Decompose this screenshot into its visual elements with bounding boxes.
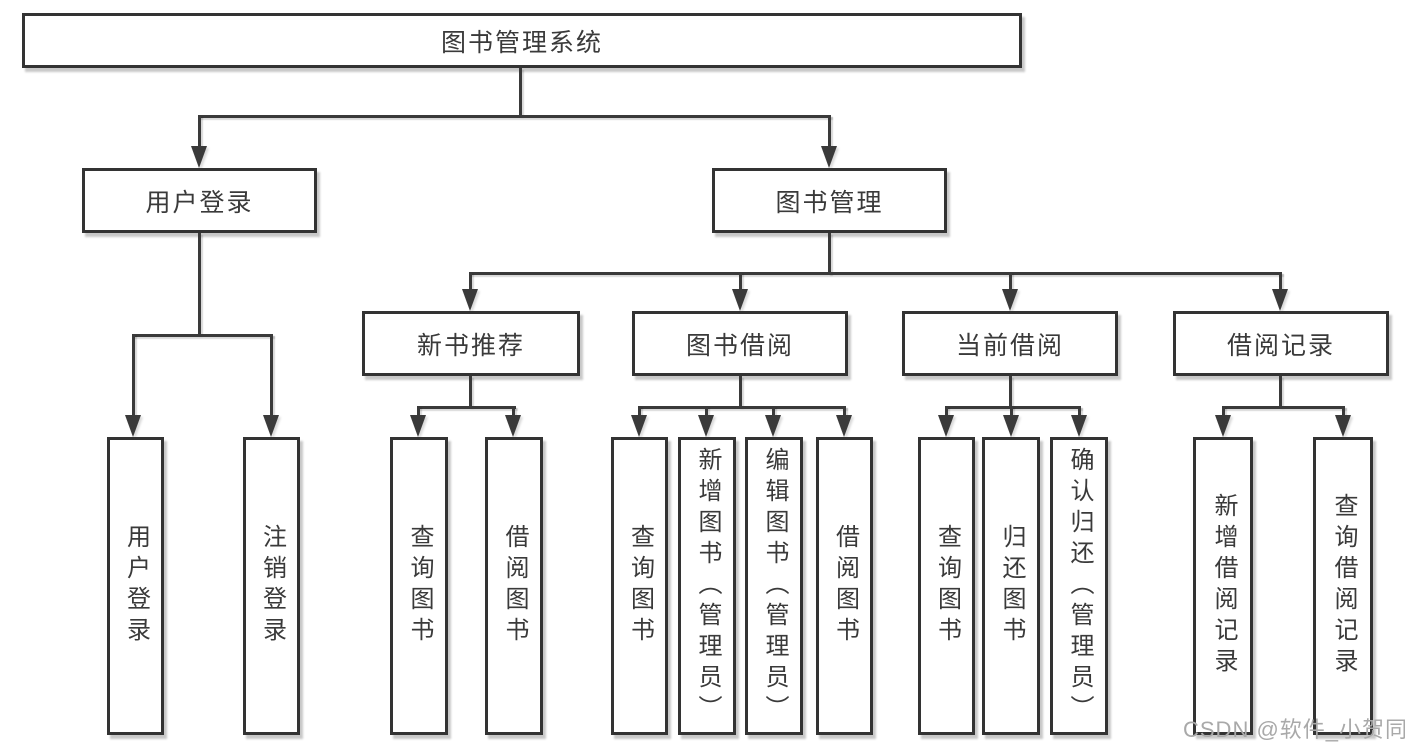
connector-line [132,334,273,337]
connector-line [1010,406,1013,417]
node-book-management: 图书管理 [712,168,947,233]
connector-line [469,272,1282,275]
connector-line [1009,272,1012,291]
leaf-query-books-recommend: 查询图书 [390,437,448,735]
connector-line [638,406,846,409]
connector-line [417,406,420,417]
leaf-query-books-current: 查询图书 [918,437,975,735]
connector-arrow [821,146,837,168]
connector-line [638,406,641,417]
connector-line [739,272,742,291]
node-book-borrowing: 图书借阅 [632,311,848,376]
connector-line [519,68,522,116]
connector-line [1222,406,1345,409]
connector-arrow [938,415,954,437]
node-new-book-recommendation: 新书推荐 [362,311,580,376]
connector-arrow [1215,415,1231,437]
connector-arrow [125,415,141,437]
leaf-confirm-return-admin: 确认归还（管理员） [1050,437,1108,735]
connector-line [198,233,201,335]
connector-arrow [698,415,714,437]
connector-line [945,406,948,417]
connector-arrow [836,415,852,437]
leaf-borrow-books-borrowing: 借阅图书 [816,437,873,735]
leaf-return-books: 归还图书 [982,437,1040,735]
node-user-login: 用户登录 [82,168,317,233]
connector-line [1009,376,1012,407]
connector-line [1078,406,1081,417]
connector-line [512,406,515,417]
connector-arrow [732,289,748,311]
leaf-query-books-borrowing: 查询图书 [611,437,668,735]
connector-line [739,376,742,407]
connector-line [828,233,831,274]
connector-line [1222,406,1225,417]
connector-arrow [631,415,647,437]
connector-arrow [505,415,521,437]
connector-line [1342,406,1345,417]
connector-arrow [191,146,207,168]
connector-arrow [1272,289,1288,311]
connector-line [198,115,201,146]
connector-line [1279,272,1282,291]
connector-arrow [462,289,478,311]
watermark: CSDN @软件_小贺同学 [1183,717,1405,742]
leaf-borrow-books-recommend: 借阅图书 [485,437,543,735]
node-library-management-system: 图书管理系统 [22,13,1022,68]
leaf-add-borrowing-record: 新增借阅记录 [1193,437,1253,735]
leaf-user-login: 用户登录 [107,437,164,735]
connector-line [469,376,472,407]
connector-arrow [1335,415,1351,437]
connector-line [945,406,1081,409]
connector-arrow [765,415,781,437]
connector-line [198,115,831,118]
node-borrowing-records: 借阅记录 [1173,311,1389,376]
connector-line [772,406,775,417]
connector-arrow [1071,415,1087,437]
connector-line [828,115,831,146]
connector-arrow [1002,289,1018,311]
connector-line [417,406,516,409]
connector-line [132,334,135,415]
leaf-logout: 注销登录 [243,437,300,735]
connector-line [1279,376,1282,407]
leaf-edit-books-admin: 编辑图书（管理员） [745,437,803,735]
connector-line [270,334,273,415]
connector-arrow [1003,415,1019,437]
connector-arrow [263,415,279,437]
connector-line [705,406,708,417]
leaf-query-borrowing-record: 查询借阅记录 [1313,437,1373,735]
node-current-borrowing: 当前借阅 [902,311,1118,376]
connector-arrow [410,415,426,437]
leaf-add-books-admin: 新增图书（管理员） [678,437,736,735]
connector-line [843,406,846,417]
connector-line [469,272,472,291]
